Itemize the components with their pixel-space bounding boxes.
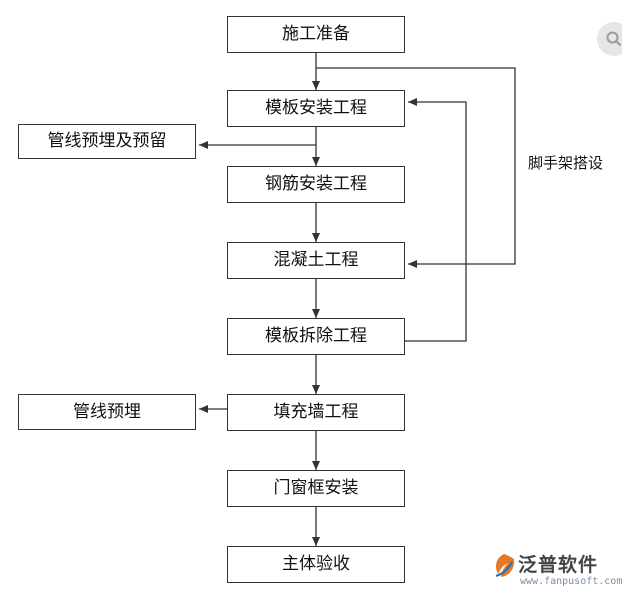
watermark-url: www.fanpusoft.com (520, 576, 622, 587)
side-pipe-embed-reserve: 管线预埋及预留 (18, 124, 196, 159)
step-label: 施工准备 (282, 24, 350, 44)
step-label: 填充墙工程 (273, 402, 359, 422)
side-pipe-embed: 管线预埋 (18, 394, 196, 430)
step-label: 模板安装工程 (265, 98, 367, 118)
side-label-text: 管线预埋及预留 (47, 131, 167, 151)
step-infill-wall: 填充墙工程 (227, 394, 405, 431)
side-label-text: 管线预埋 (73, 401, 141, 422)
watermark: 泛普软件 www.fanpusoft.com (490, 550, 622, 592)
brand-logo-icon (495, 554, 515, 578)
step-concrete: 混凝土工程 (227, 242, 405, 279)
step-rebar-install: 钢筋安装工程 (227, 166, 405, 203)
step-formwork-install: 模板安装工程 (227, 90, 405, 127)
step-main-acceptance: 主体验收 (227, 546, 405, 583)
step-label: 主体验收 (282, 554, 350, 574)
zoom-search-button[interactable] (597, 22, 622, 56)
arrow-removal-loop (405, 98, 467, 342)
step-formwork-removal: 模板拆除工程 (227, 318, 405, 355)
step-construction-prep: 施工准备 (227, 16, 405, 53)
step-door-window-frame: 门窗框安装 (227, 470, 405, 507)
search-icon (606, 31, 622, 47)
scaffold-label: 脚手架搭设 (528, 154, 604, 172)
step-label: 混凝土工程 (273, 250, 359, 270)
step-label: 模板拆除工程 (265, 326, 367, 346)
step-label: 门窗框安装 (273, 478, 359, 498)
watermark-brand: 泛普软件 (518, 554, 599, 576)
arrow-scaffold-loop (316, 67, 516, 268)
step-label: 钢筋安装工程 (265, 174, 367, 194)
